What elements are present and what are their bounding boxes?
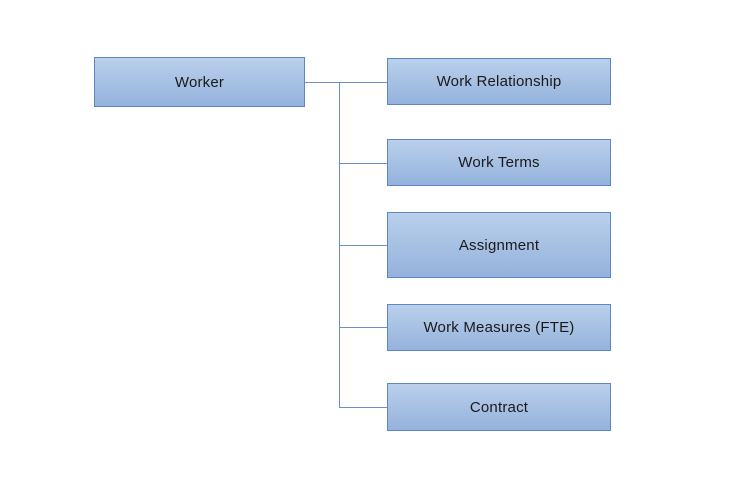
node-contract-label: Contract <box>469 398 529 416</box>
connector-worker-trunk <box>305 82 387 83</box>
node-assignment-label: Assignment <box>458 236 540 254</box>
connector-branch-contract <box>339 407 387 408</box>
node-work-measures-fte: Work Measures (FTE) <box>387 304 611 351</box>
node-work-terms: Work Terms <box>387 139 611 186</box>
node-contract: Contract <box>387 383 611 431</box>
node-work-terms-label: Work Terms <box>458 154 540 171</box>
node-worker-label: Worker <box>174 73 225 91</box>
connector-branch-work-terms <box>339 163 387 164</box>
node-work-measures-fte-label: Work Measures (FTE) <box>423 319 575 336</box>
connector-branch-work-measures <box>339 327 387 328</box>
node-worker: Worker <box>94 57 305 107</box>
node-assignment: Assignment <box>387 212 611 278</box>
connector-branch-assignment <box>339 245 387 246</box>
connector-trunk-vertical <box>339 82 340 407</box>
node-work-relationship: Work Relationship <box>387 58 611 105</box>
node-work-relationship-label: Work Relationship <box>436 73 562 90</box>
